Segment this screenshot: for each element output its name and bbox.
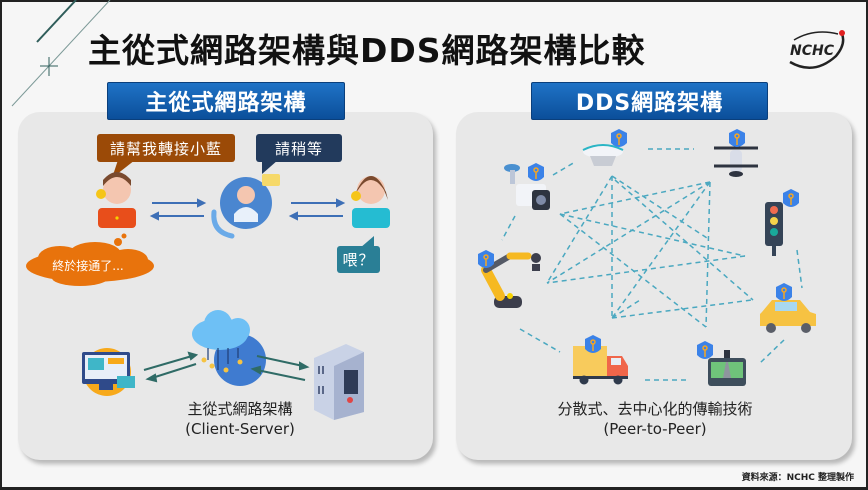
phone-arrows <box>149 198 346 221</box>
client-server-caption-line1: 主從式網路架構 <box>187 400 293 418</box>
client-server-caption-line2: (Client-Server) <box>185 420 295 438</box>
client-computer-icon <box>82 348 135 396</box>
dds-heading: DDS網路架構 <box>531 82 768 120</box>
svg-text:NCHC: NCHC <box>790 43 835 59</box>
receiver-bubble-tail <box>360 236 374 248</box>
car-icon <box>760 300 816 333</box>
client-server-caption: 主從式網路架構 (Client-Server) <box>140 399 340 439</box>
cloud-icon <box>192 310 266 386</box>
server-icon <box>314 344 364 420</box>
dashcam-icon <box>708 350 746 386</box>
operator-bubble-tail <box>262 160 278 174</box>
page-title: 主從式網路架構與DDS網路架構比較 <box>88 31 646 70</box>
dds-caption-line1: 分散式、去中心化的傳輸技術 <box>557 400 753 418</box>
nchc-logo: NCHC <box>789 30 845 69</box>
operator-icon <box>211 174 280 239</box>
receiver-reply-bubble: 喂？ <box>337 246 380 273</box>
traffic-light-icon <box>765 202 783 256</box>
caller-request-bubble: 請幫我轉接小藍 <box>97 134 235 162</box>
caller-thought-text: 終於接通了... <box>52 259 124 273</box>
caller-person-icon <box>96 172 136 228</box>
thought-cloud-icon <box>26 233 154 286</box>
receiver-person-icon <box>351 176 390 228</box>
client-server-heading: 主從式網路架構 <box>107 82 345 120</box>
source-note: 資料來源：NCHC 整理製作 <box>741 473 854 483</box>
p2p-links <box>501 148 803 381</box>
dds-caption: 分散式、去中心化的傳輸技術 (Peer-to-Peer) <box>530 399 780 439</box>
client-server-arrows <box>143 351 310 383</box>
security-shield-icons <box>478 129 799 359</box>
surveillance-camera-icon <box>504 164 550 210</box>
smoke-detector-icon <box>582 144 624 166</box>
dds-caption-line2: (Peer-to-Peer) <box>603 420 707 438</box>
robot-arm-icon <box>481 252 541 308</box>
drone-icon <box>714 146 758 177</box>
decorative-lines <box>11 0 111 107</box>
delivery-truck-icon <box>573 346 628 385</box>
key-icons <box>483 133 794 357</box>
operator-reply-bubble: 請稍等 <box>256 134 342 162</box>
